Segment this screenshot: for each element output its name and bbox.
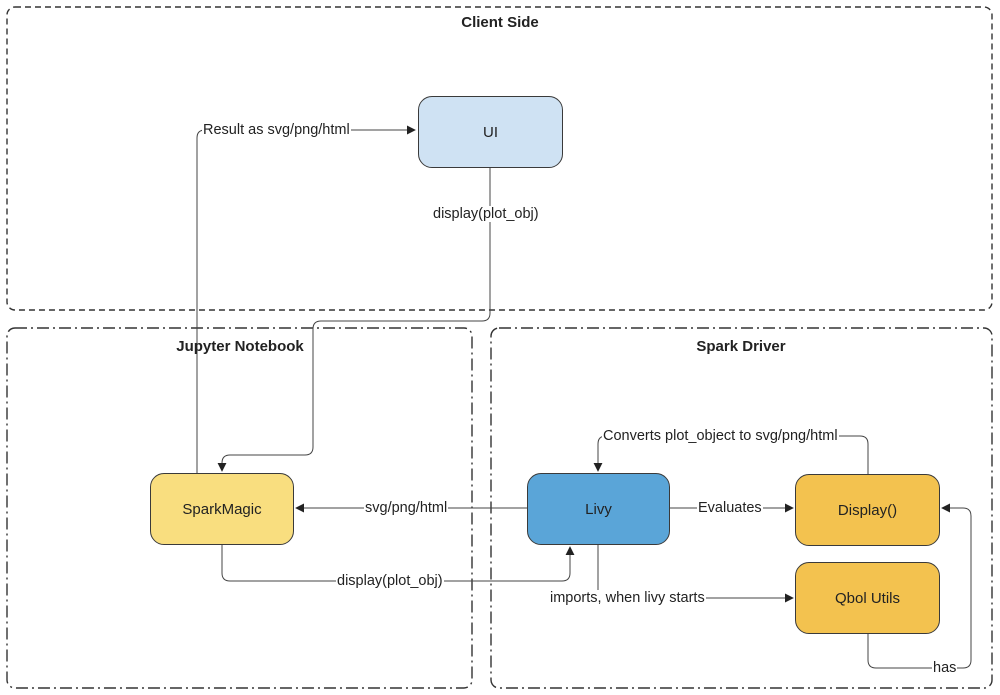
edge-label-imports: imports, when livy starts	[549, 590, 706, 606]
edge-label-result: Result as svg/png/html	[202, 122, 351, 138]
client-side-boundary	[6, 6, 993, 311]
edge-label-evaluates: Evaluates	[697, 500, 763, 516]
edge-label-svg-back: svg/png/html	[364, 500, 449, 516]
jupyter-notebook-title: Jupyter Notebook	[176, 338, 304, 355]
edge-label-converts: Converts plot_object to svg/png/html	[602, 428, 839, 444]
edge-has-line	[867, 503, 972, 669]
display-node[interactable]: Display()	[795, 474, 940, 546]
edge-label-display-livy: display(plot_obj)	[336, 573, 444, 589]
spark-driver-title: Spark Driver	[696, 338, 786, 355]
livy-node[interactable]: Livy	[527, 473, 670, 545]
qbol-utils-node[interactable]: Qbol Utils	[795, 562, 940, 634]
edge-label-has: has	[932, 660, 958, 676]
edge-result-line	[196, 125, 416, 473]
edge-display-ui-line	[217, 168, 491, 472]
edge-label-display-ui: display(plot_obj)	[432, 206, 540, 222]
ui-node[interactable]: UI	[418, 96, 563, 168]
sparkmagic-node[interactable]: SparkMagic	[150, 473, 294, 545]
client-side-title: Client Side	[461, 14, 539, 31]
